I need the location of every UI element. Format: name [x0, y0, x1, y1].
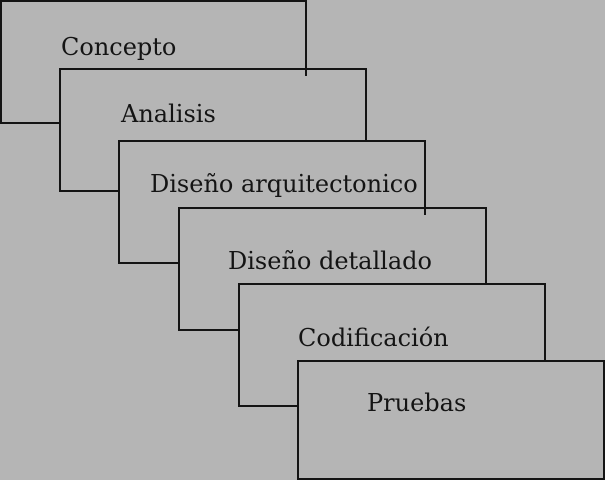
stage-label-analisis: Analisis — [121, 100, 216, 128]
overlap-line-diseno-arquitectonico — [424, 207, 426, 215]
stage-label-concepto: Concepto — [61, 33, 177, 61]
stage-label-diseno-arquitectonico: Diseño arquitectonico — [150, 170, 418, 198]
stage-label-diseno-detallado: Diseño detallado — [228, 247, 432, 275]
stage-label-codificacion: Codificación — [298, 324, 449, 352]
stage-box-pruebas: Pruebas — [297, 360, 605, 480]
overlap-line-concepto — [305, 68, 307, 76]
stage-label-pruebas: Pruebas — [367, 389, 467, 417]
